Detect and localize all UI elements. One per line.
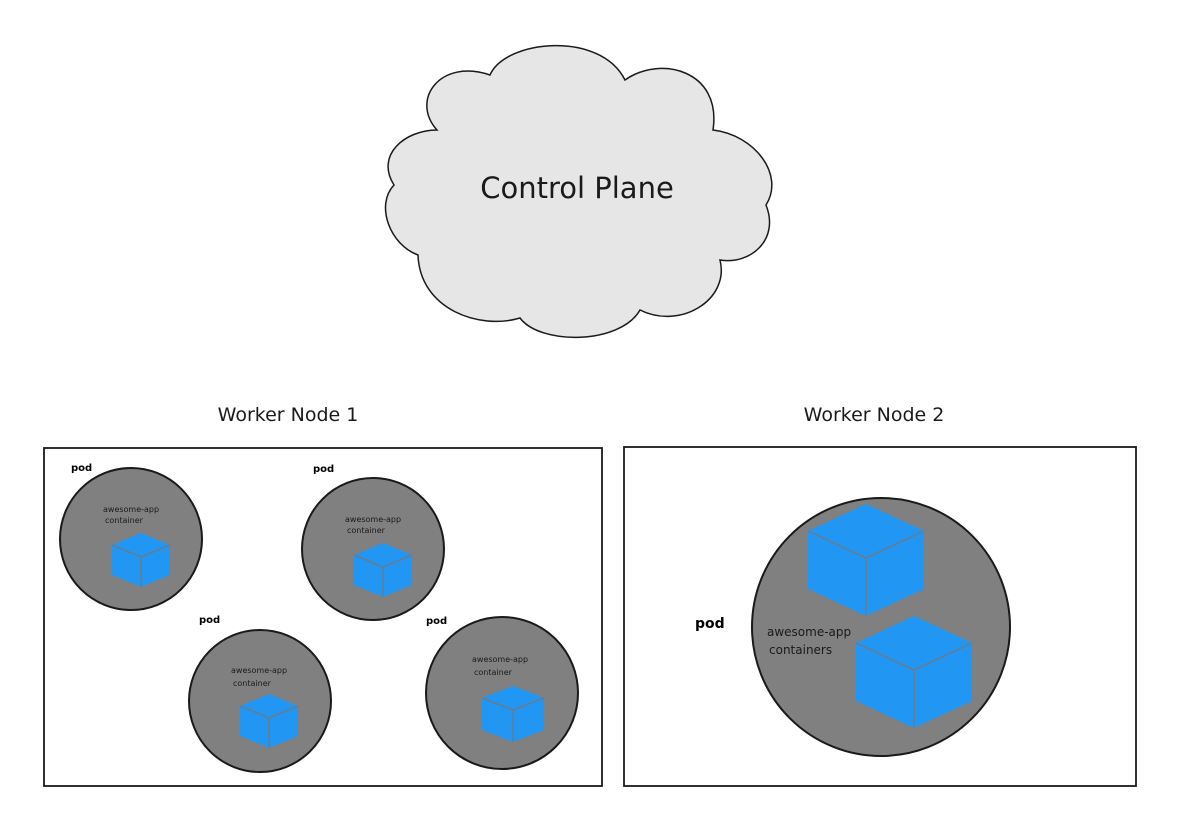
container-icon	[855, 616, 973, 728]
container-label: awesome-app	[345, 515, 401, 524]
control-plane-cloud: Control Plane	[384, 44, 773, 339]
cloud-shape	[384, 44, 773, 339]
pod: pod awesome-app containers	[695, 497, 1011, 757]
pod: pod awesome-app container	[59, 463, 203, 611]
container-icon	[239, 694, 299, 748]
container-label: awesome-app	[472, 655, 528, 664]
pod-label: pod	[199, 615, 220, 626]
container-label: container	[474, 668, 513, 677]
container-icon	[481, 686, 545, 742]
container-label: awesome-app	[103, 505, 159, 514]
container-icon	[353, 543, 413, 597]
container-label: container	[105, 516, 144, 525]
pod: pod awesome-app container	[425, 616, 579, 770]
container-label: container	[347, 526, 386, 535]
control-plane-label: Control Plane	[480, 171, 674, 205]
container-icon	[111, 533, 171, 587]
pod-label: pod	[695, 616, 725, 632]
container-label: awesome-app	[231, 666, 287, 675]
pod-label: pod	[313, 464, 334, 475]
pod: pod awesome-app container	[188, 615, 332, 773]
pod-label: pod	[71, 463, 92, 474]
container-icon	[807, 504, 925, 616]
container-label: awesome-app	[767, 625, 851, 639]
container-label: containers	[769, 643, 832, 657]
container-label: container	[233, 679, 272, 688]
pod: pod awesome-app container	[301, 464, 445, 621]
worker-node-1-title: Worker Node 1	[218, 404, 359, 426]
worker-node-2: Worker Node 2 pod awesome-app containers	[623, 404, 1137, 787]
pod-label: pod	[426, 616, 447, 627]
worker-node-1: Worker Node 1 pod awesome-app container …	[43, 404, 603, 787]
worker-node-2-title: Worker Node 2	[804, 404, 945, 426]
